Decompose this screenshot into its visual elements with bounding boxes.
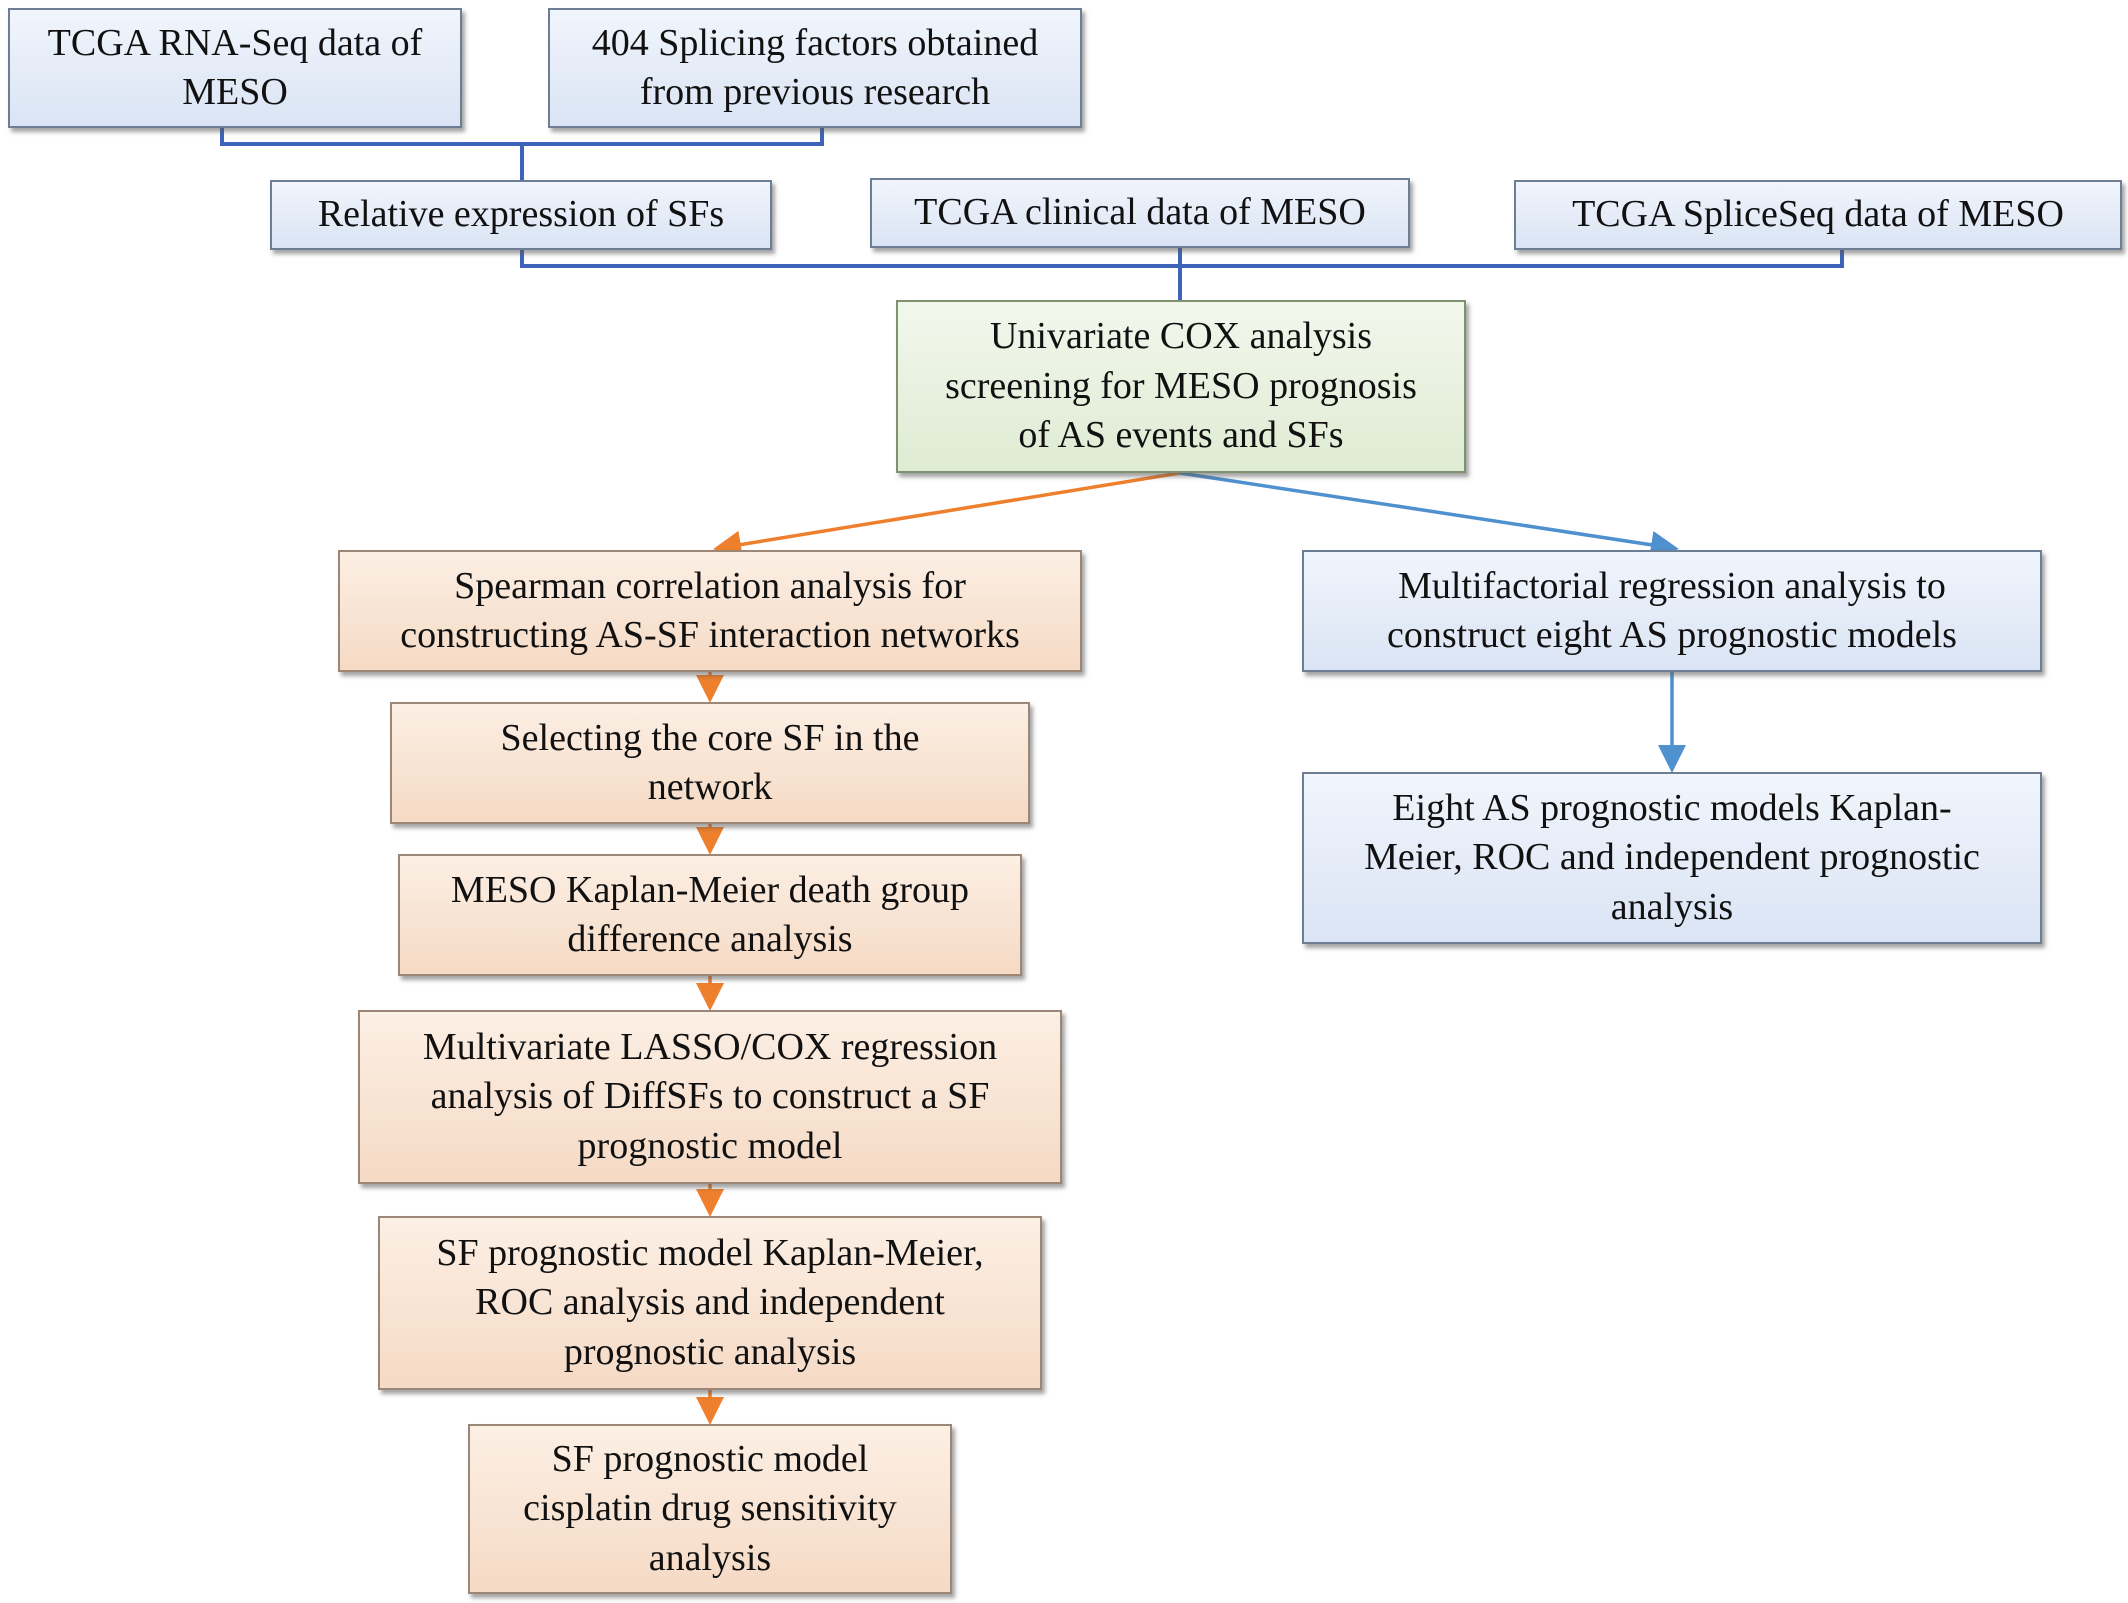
node-label: SF prognostic model cisplatin drug sensi… <box>523 1437 897 1579</box>
node-label: Eight AS prognostic models Kaplan- Meier… <box>1364 786 1980 928</box>
node-label: Spearman correlation analysis for constr… <box>400 564 1020 656</box>
node-label: Univariate COX analysis screening for ME… <box>945 315 1417 457</box>
bracket-rnaseq-splicing <box>220 128 824 146</box>
node-label: SF prognostic model Kaplan-Meier, ROC an… <box>436 1231 984 1373</box>
node-sf-km-roc: SF prognostic model Kaplan-Meier, ROC an… <box>378 1216 1042 1390</box>
node-lasso-cox: Multivariate LASSO/COX regression analys… <box>358 1010 1062 1184</box>
node-label: Multifactorial regression analysis to co… <box>1387 564 1957 656</box>
node-label: Relative expression of SFs <box>317 193 725 236</box>
node-spliceseq-data: TCGA SpliceSeq data of MESO <box>1514 180 2122 250</box>
node-label: MESO Kaplan-Meier death group difference… <box>450 868 970 960</box>
node-label: 404 Splicing factors obtained from previ… <box>591 21 1039 113</box>
node-core-sf: Selecting the core SF in the network <box>390 702 1030 824</box>
node-relative-expression: Relative expression of SFs <box>270 180 772 250</box>
node-spearman: Spearman correlation analysis for constr… <box>338 550 1082 672</box>
node-tcga-rnaseq: TCGA RNA-Seq data of MESO <box>8 8 462 128</box>
node-cisplatin: SF prognostic model cisplatin drug sensi… <box>468 1424 952 1594</box>
node-label: Selecting the core SF in the network <box>500 716 920 808</box>
node-clinical-data: TCGA clinical data of MESO <box>870 178 1410 248</box>
node-eight-models: Eight AS prognostic models Kaplan- Meier… <box>1302 772 2042 944</box>
node-label: TCGA clinical data of MESO <box>914 191 1366 234</box>
node-km-death-group: MESO Kaplan-Meier death group difference… <box>398 854 1022 976</box>
node-label: TCGA RNA-Seq data of MESO <box>47 21 423 113</box>
arrow-univariate-to-multifactorial <box>1179 471 1679 559</box>
node-multifactorial: Multifactorial regression analysis to co… <box>1302 550 2042 672</box>
node-label: Multivariate LASSO/COX regression analys… <box>422 1025 998 1167</box>
node-label: TCGA SpliceSeq data of MESO <box>1572 193 2064 236</box>
node-splicing-factors: 404 Splicing factors obtained from previ… <box>548 8 1082 128</box>
node-univariate-cox: Univariate COX analysis screening for ME… <box>896 300 1466 473</box>
arrow-univariate-to-spearman <box>713 471 1181 559</box>
